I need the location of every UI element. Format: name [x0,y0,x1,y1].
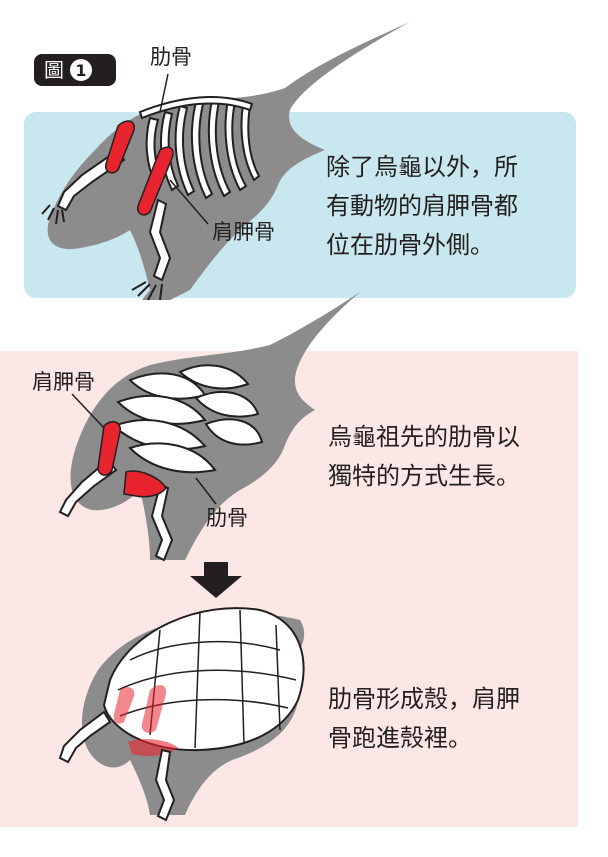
description-2-line-1: 烏龜祖先的肋骨以 [328,423,520,451]
rib-4 [190,100,214,200]
ancestor-scapula-highlight [97,421,121,476]
description-2: 烏龜祖先的肋骨以 獨特的方式生長。 [328,418,578,496]
front-foot [41,204,65,225]
description-1-line-1: 除了烏龜以外，所 [326,153,518,181]
shell-scute-line-2 [117,669,297,691]
rib-label-1: 肋骨 [150,45,192,69]
shell-scute-divider-3 [239,609,245,745]
scapula-label-2: 肩胛骨 [32,370,95,394]
scapula-leader-line-2 [71,393,105,429]
broad-rib-2 [116,394,207,425]
turtle-shell [102,607,305,752]
description-2-line-2: 獨特的方式生長。 [328,462,520,490]
description-3-line-2: 骨跑進殼裡。 [328,724,472,752]
turtle-hind-leg [154,748,176,822]
figure-badge-label: 圖 [44,58,64,82]
turtle-front-leg [58,710,112,764]
scapula-highlight-2 [136,146,174,216]
broad-rib-5 [178,364,250,390]
broad-rib-6 [194,390,260,418]
description-1: 除了烏龜以外，所 有動物的肩胛骨都 位在肋骨外側。 [326,148,576,265]
rib-7 [240,102,261,182]
scapula-highlight [104,120,135,174]
hind-foot [131,281,163,301]
down-arrow-icon [190,562,242,598]
turtle-shell-illustration [58,607,305,822]
broad-rib-3 [112,419,207,451]
shell-scute-line-1 [129,640,281,661]
description-1-line-3: 位在肋骨外側。 [326,231,494,259]
hind-leg-bone [148,198,172,282]
animal-skeleton-illustration [41,22,410,301]
rib-6 [224,98,248,192]
rib-leader-line-2 [195,477,217,505]
shell-scapula-highlight [141,685,167,733]
turtle-ancestor-illustration [58,292,360,562]
ancestor-scapula-highlight-2 [123,470,167,498]
broad-rib-4 [128,442,217,474]
description-3-line-1: 肋骨形成殼，肩胛 [328,685,520,713]
shell-scute-divider-4 [275,624,281,731]
description-3: 肋骨形成殼，肩胛 骨跑進殼裡。 [328,680,578,758]
scapula-leader-line-1 [169,179,209,225]
scapula-label-1: 肩胛骨 [212,220,275,244]
shell-scute-line-3 [119,698,289,717]
rib-leader-line-1 [159,73,169,113]
rib-3 [174,104,196,197]
description-1-line-2: 有動物的肩胛骨都 [326,192,518,220]
shell-scapula-highlight-2 [113,687,135,724]
figure-badge-number: 1 [70,59,92,81]
rib-5 [207,98,232,198]
spine [138,96,254,120]
shell-scute-divider-2 [194,611,201,749]
figure-badge: 圖 1 [34,54,116,86]
broad-rib-7 [204,418,264,446]
rib-label-2: 肋骨 [206,506,248,530]
ancestor-hind-leg [150,483,174,562]
